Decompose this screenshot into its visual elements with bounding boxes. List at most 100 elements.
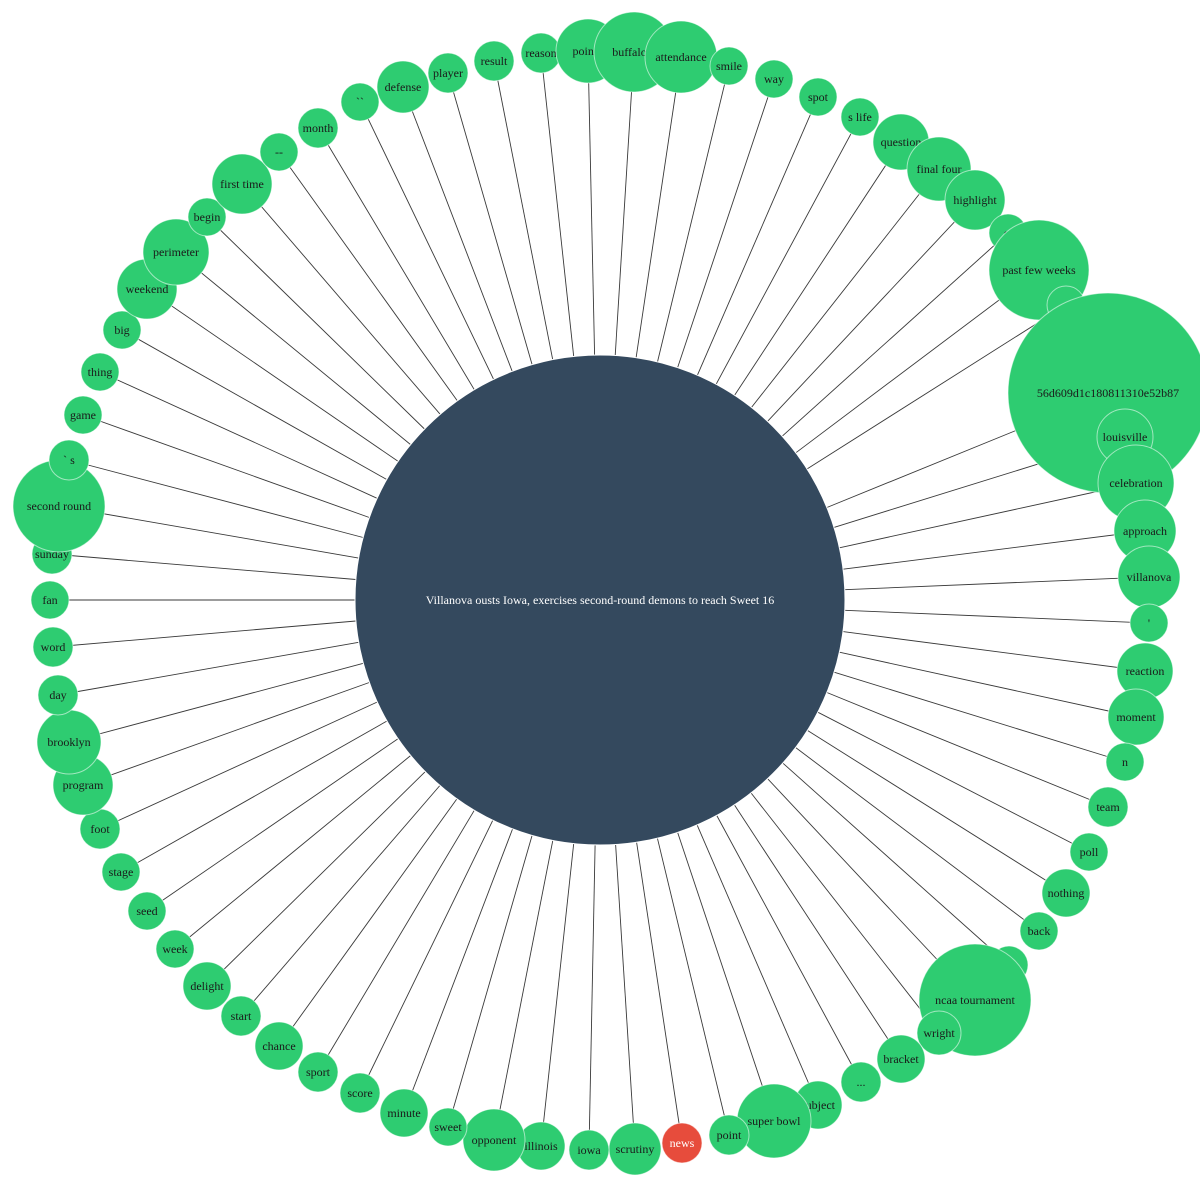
keyword-node[interactable]: big bbox=[102, 310, 142, 350]
keyword-node[interactable]: wright bbox=[916, 1010, 962, 1056]
keyword-node-circle[interactable] bbox=[30, 580, 70, 620]
keyword-node[interactable]: ... bbox=[840, 1061, 882, 1103]
keyword-node[interactable]: seed bbox=[127, 891, 167, 931]
keyword-node-circle[interactable] bbox=[211, 153, 273, 215]
keyword-node-circle[interactable] bbox=[142, 218, 210, 286]
keyword-node-circle[interactable] bbox=[297, 107, 339, 149]
keyword-node[interactable]: iowa bbox=[568, 1129, 610, 1171]
keyword-node-circle[interactable] bbox=[1069, 832, 1109, 872]
keyword-node-circle[interactable] bbox=[32, 626, 74, 668]
keyword-node-circle[interactable] bbox=[127, 891, 167, 931]
keyword-node[interactable]: game bbox=[63, 395, 103, 435]
keyword-node[interactable]: day bbox=[37, 674, 79, 716]
keyword-node[interactable]: spot bbox=[798, 77, 838, 117]
keyword-node[interactable]: point bbox=[708, 1114, 750, 1156]
keyword-node-circle[interactable] bbox=[254, 1021, 304, 1071]
keyword-node-circle[interactable] bbox=[876, 1034, 926, 1084]
keyword-node[interactable]: score bbox=[339, 1072, 381, 1114]
keyword-node[interactable]: thing bbox=[80, 352, 120, 392]
keyword-node-circle[interactable] bbox=[102, 310, 142, 350]
keyword-node-circle[interactable] bbox=[1019, 911, 1059, 951]
keyword-node-circle[interactable] bbox=[101, 852, 141, 892]
keyword-node-circle[interactable] bbox=[182, 961, 232, 1011]
keyword-node[interactable]: week bbox=[155, 929, 195, 969]
keyword-node[interactable]: team bbox=[1087, 786, 1129, 828]
keyword-node-circle[interactable] bbox=[568, 1129, 610, 1171]
keyword-node-circle[interactable] bbox=[187, 197, 227, 237]
keyword-node[interactable]: first time bbox=[211, 153, 273, 215]
keyword-node[interactable]: begin bbox=[187, 197, 227, 237]
keyword-node[interactable]: start bbox=[220, 995, 262, 1037]
keyword-node-circle[interactable] bbox=[1041, 868, 1091, 918]
keyword-node-circle[interactable] bbox=[428, 1107, 468, 1147]
keyword-node-circle[interactable] bbox=[840, 1061, 882, 1103]
keyword-node[interactable]: ` s bbox=[48, 439, 90, 481]
keyword-node-circle[interactable] bbox=[80, 352, 120, 392]
keyword-node-circle[interactable] bbox=[48, 439, 90, 481]
keyword-node-circle[interactable] bbox=[63, 395, 103, 435]
keyword-node-circle[interactable] bbox=[840, 97, 880, 137]
keyword-node-circle[interactable] bbox=[379, 1088, 429, 1138]
keyword-node[interactable]: defense bbox=[376, 60, 430, 114]
keyword-node[interactable]: player bbox=[427, 52, 469, 94]
highlighted-node-circle[interactable] bbox=[661, 1122, 703, 1164]
keyword-node-circle[interactable] bbox=[37, 674, 79, 716]
keyword-node-circle[interactable] bbox=[259, 132, 299, 172]
keyword-node[interactable]: smile bbox=[709, 46, 749, 86]
keyword-node[interactable]: -- bbox=[259, 132, 299, 172]
keyword-node[interactable]: fan bbox=[30, 580, 70, 620]
keyword-node[interactable]: illinois bbox=[516, 1121, 566, 1171]
keyword-node-circle[interactable] bbox=[462, 1108, 526, 1172]
keyword-node[interactable]: `` bbox=[340, 82, 380, 122]
keyword-node[interactable]: sweet bbox=[428, 1107, 468, 1147]
keyword-node-circle[interactable] bbox=[709, 46, 749, 86]
keyword-node-circle[interactable] bbox=[708, 1114, 750, 1156]
keyword-node-circle[interactable] bbox=[916, 1010, 962, 1056]
keyword-node[interactable]: brooklyn bbox=[36, 709, 102, 775]
keyword-node-circle[interactable] bbox=[297, 1051, 339, 1093]
keyword-node-circle[interactable] bbox=[427, 52, 469, 94]
keyword-node-circle[interactable] bbox=[220, 995, 262, 1037]
keyword-node-circle[interactable] bbox=[1107, 688, 1165, 746]
keyword-node[interactable]: n bbox=[1105, 742, 1145, 782]
keyword-node[interactable]: poll bbox=[1069, 832, 1109, 872]
center-node[interactable]: Villanova ousts Iowa, exercises second-r… bbox=[354, 354, 846, 846]
keyword-node[interactable]: chance bbox=[254, 1021, 304, 1071]
keyword-node-circle[interactable] bbox=[339, 1072, 381, 1114]
keyword-node[interactable]: news bbox=[661, 1122, 703, 1164]
keyword-node-circle[interactable] bbox=[376, 60, 430, 114]
keyword-node[interactable]: approach bbox=[1113, 499, 1177, 563]
keyword-node[interactable]: bracket bbox=[876, 1034, 926, 1084]
keyword-node[interactable]: result bbox=[473, 40, 515, 82]
keyword-node[interactable]: word bbox=[32, 626, 74, 668]
center-node-circle[interactable] bbox=[354, 354, 846, 846]
keyword-node[interactable]: delight bbox=[182, 961, 232, 1011]
keyword-node-circle[interactable] bbox=[1105, 742, 1145, 782]
keyword-node[interactable]: way bbox=[754, 59, 794, 99]
keyword-node-circle[interactable] bbox=[798, 77, 838, 117]
keyword-node[interactable]: super bowl bbox=[736, 1083, 812, 1159]
keyword-node[interactable]: sport bbox=[297, 1051, 339, 1093]
keyword-node[interactable]: month bbox=[297, 107, 339, 149]
keyword-node[interactable]: back bbox=[1019, 911, 1059, 951]
keyword-node[interactable]: opponent bbox=[462, 1108, 526, 1172]
keyword-node[interactable]: highlight bbox=[944, 169, 1006, 231]
keyword-node[interactable]: second round bbox=[12, 459, 106, 553]
keyword-node-circle[interactable] bbox=[473, 40, 515, 82]
keyword-node[interactable]: reaction bbox=[1116, 642, 1174, 700]
keyword-node[interactable]: stage bbox=[101, 852, 141, 892]
keyword-node[interactable]: perimeter bbox=[142, 218, 210, 286]
keyword-node[interactable]: scrutiny bbox=[608, 1122, 662, 1176]
keyword-node[interactable]: villanova bbox=[1117, 545, 1181, 609]
keyword-node-circle[interactable] bbox=[944, 169, 1006, 231]
keyword-node[interactable]: moment bbox=[1107, 688, 1165, 746]
keyword-node-circle[interactable] bbox=[1087, 786, 1129, 828]
keyword-node[interactable]: reason bbox=[520, 32, 562, 74]
keyword-node[interactable]: minute bbox=[379, 1088, 429, 1138]
keyword-node-circle[interactable] bbox=[155, 929, 195, 969]
keyword-node-circle[interactable] bbox=[1129, 603, 1169, 643]
keyword-node[interactable]: attendance bbox=[644, 20, 718, 94]
keyword-node-circle[interactable] bbox=[754, 59, 794, 99]
keyword-node[interactable]: ' bbox=[1129, 603, 1169, 643]
keyword-node[interactable]: s life bbox=[840, 97, 880, 137]
